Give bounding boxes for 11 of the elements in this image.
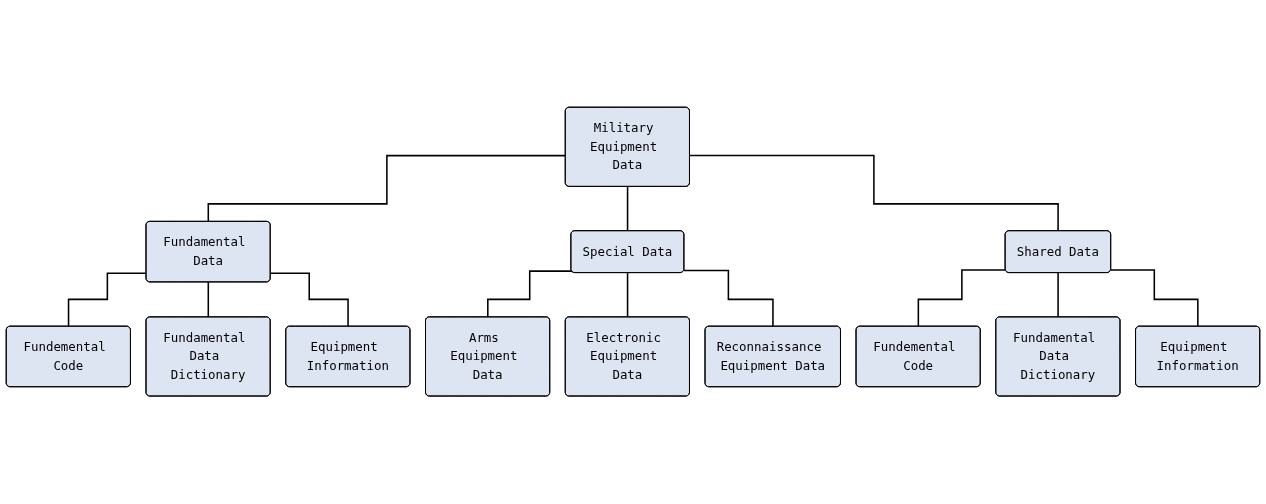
connector <box>626 272 629 319</box>
connector <box>626 186 629 233</box>
connector <box>487 270 573 319</box>
connector <box>1057 272 1060 319</box>
connector <box>207 281 210 319</box>
connector <box>269 272 350 328</box>
connector <box>689 155 1060 233</box>
connector <box>917 269 1007 328</box>
connector <box>207 155 567 223</box>
connector <box>683 270 774 328</box>
connector <box>1110 269 1199 328</box>
